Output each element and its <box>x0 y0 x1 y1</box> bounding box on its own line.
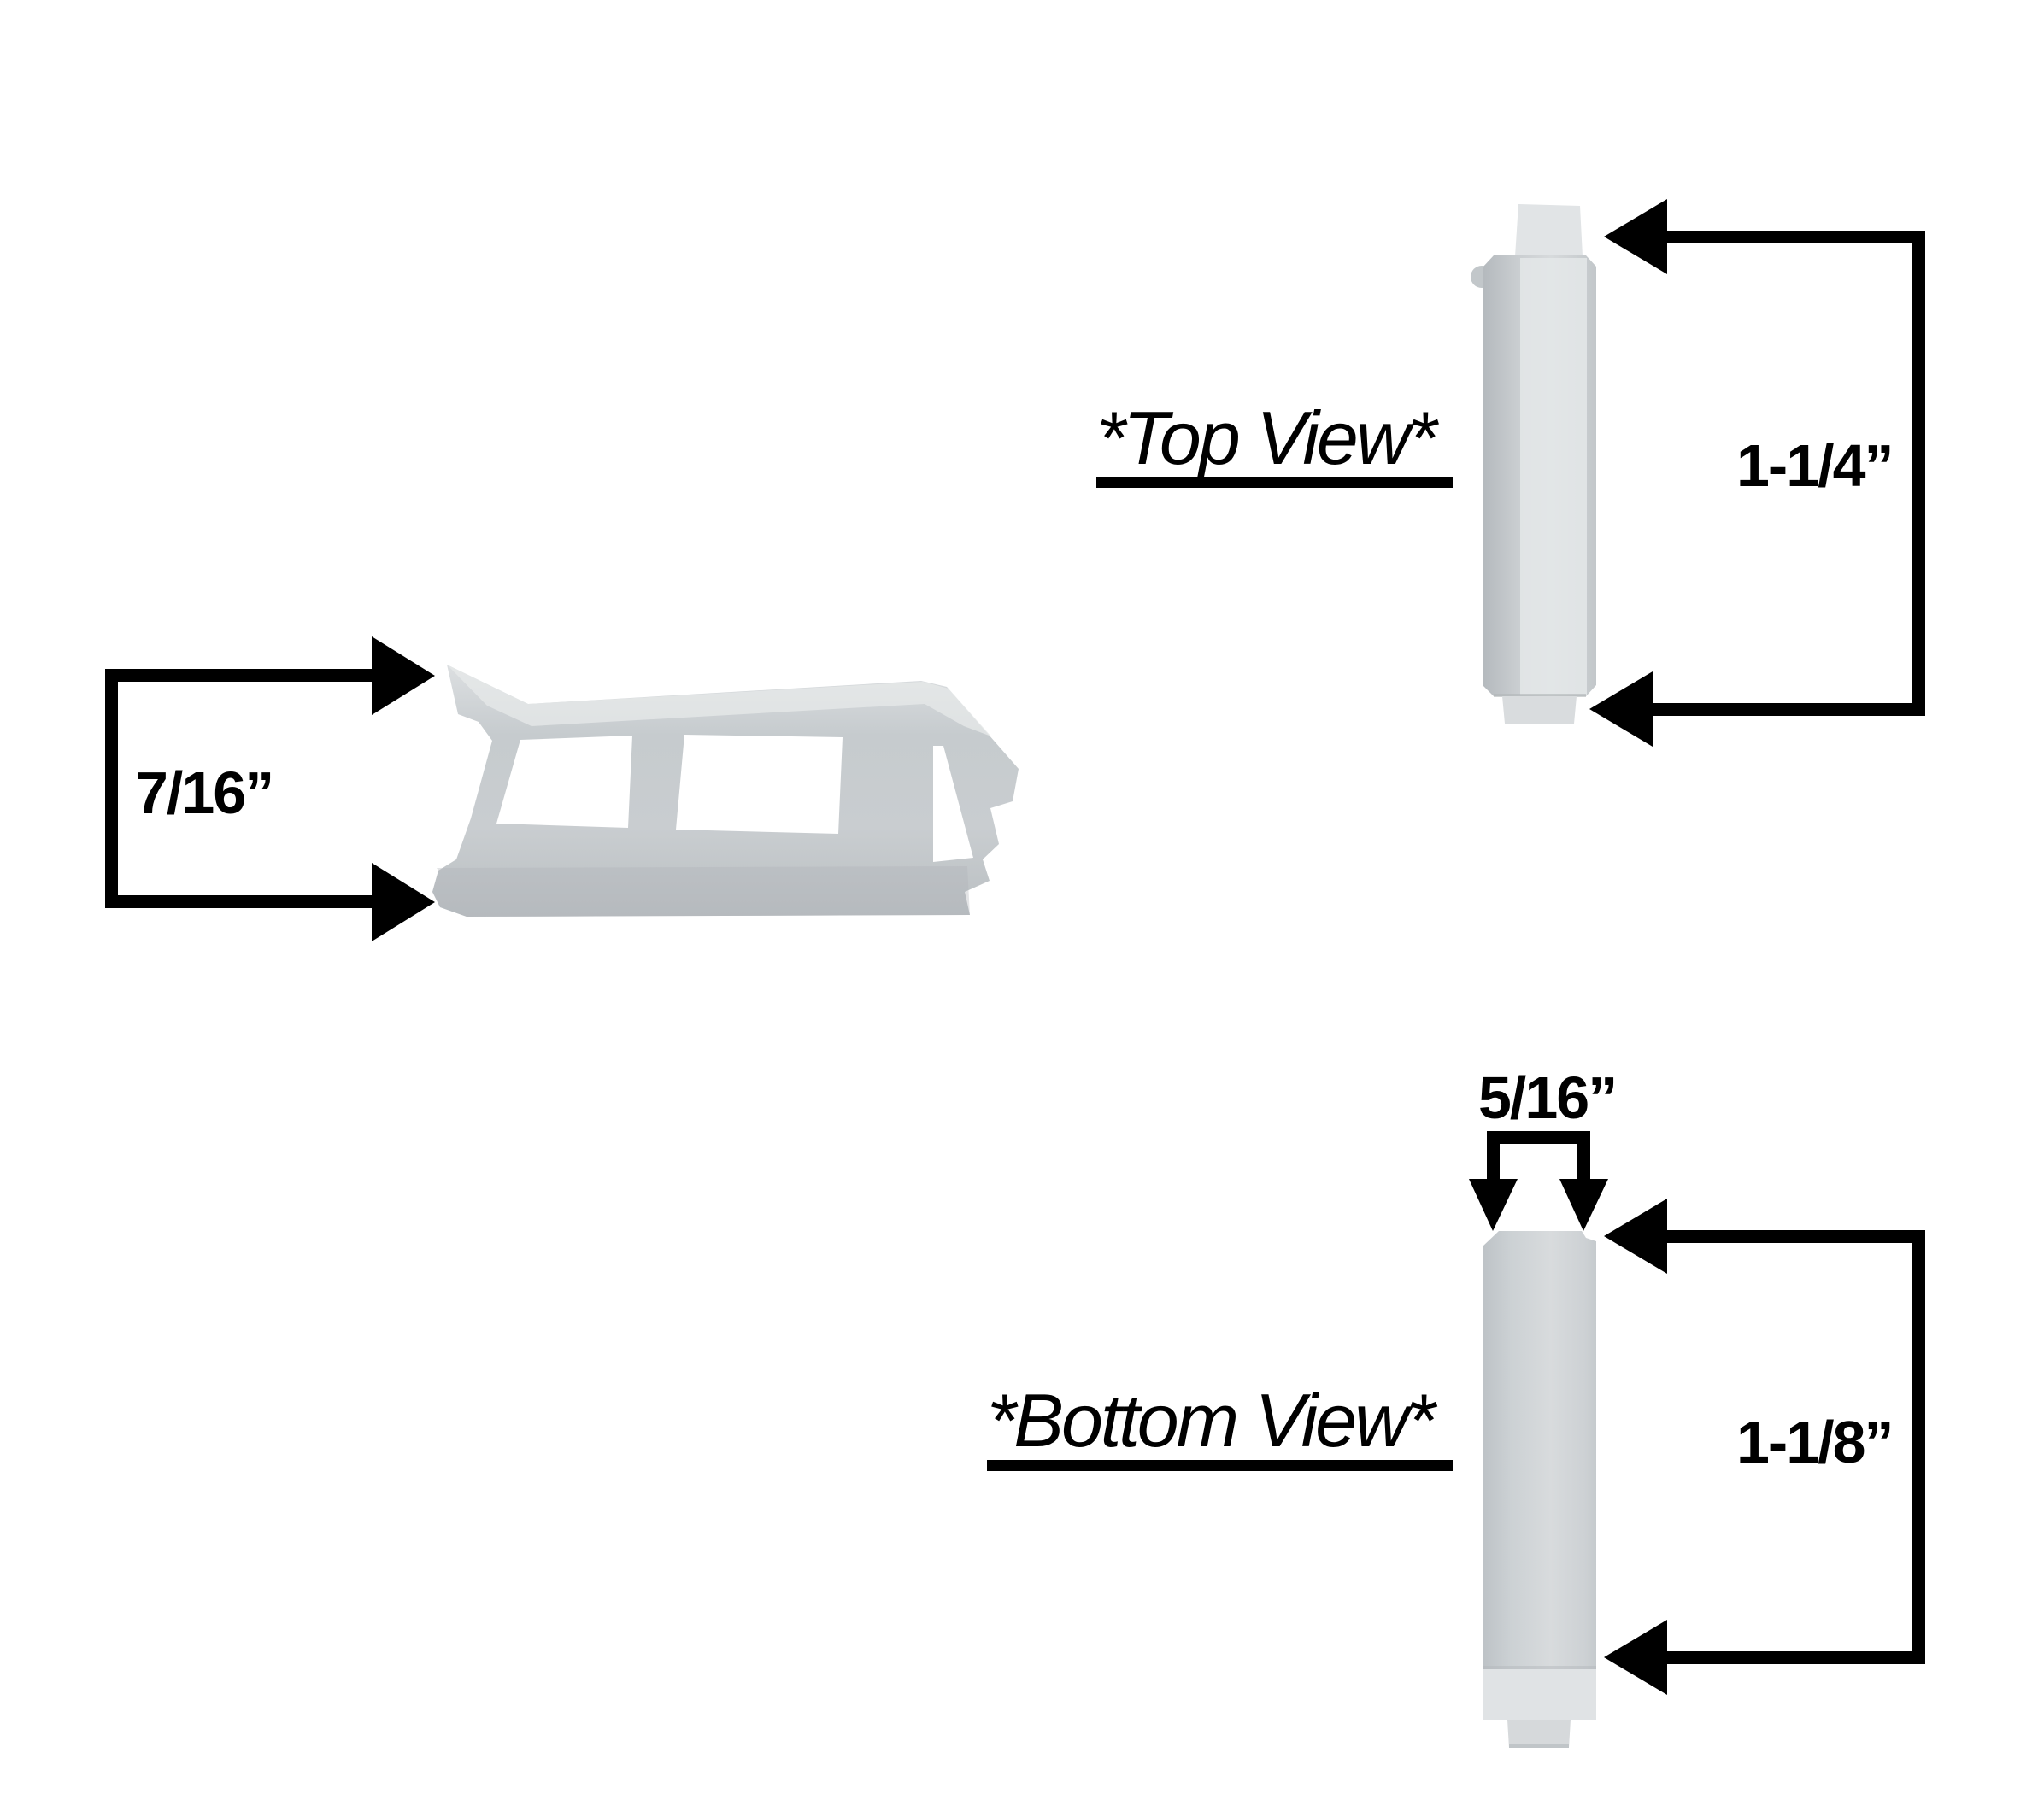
height-dim-lower-shaft <box>1667 1651 1925 1664</box>
side-dim-bottom-arrow-right-icon <box>372 863 435 941</box>
top-dim-lower-shaft <box>1653 703 1925 716</box>
side-dim-top-shaft <box>105 669 372 682</box>
top-dim-upper-arrow-left-icon <box>1604 199 1667 274</box>
top-dim-vertical-line <box>1912 231 1925 716</box>
top-dim-upper-shaft <box>1667 231 1925 243</box>
top-view-part-top-tab <box>1515 204 1583 256</box>
side-view-part <box>432 665 1019 917</box>
bottom-view-part-end-face <box>1483 1669 1596 1720</box>
top-view-dimension-label: 1-1/4” <box>1736 432 1894 499</box>
top-view-dimension-bracket <box>1589 199 1925 747</box>
width-dim-left-leg <box>1487 1131 1500 1181</box>
bottom-view-part-bottom-tab <box>1507 1720 1571 1748</box>
bottom-view-part-tab-edge <box>1509 1744 1569 1748</box>
top-view-title: *Top View* <box>1096 396 1437 480</box>
height-dim-upper-arrow-left-icon <box>1604 1199 1667 1274</box>
bottom-view-part-body <box>1483 1231 1596 1720</box>
bottom-view-title-underline <box>987 1460 1453 1471</box>
height-dim-upper-shaft <box>1667 1230 1925 1243</box>
bottom-view-part-seam <box>1483 1666 1596 1669</box>
width-dim-right-arrow-down-icon <box>1559 1179 1608 1231</box>
side-view-part-top-highlight <box>447 665 991 736</box>
top-view-title-underline <box>1096 477 1453 488</box>
side-view-part-base-shade <box>432 866 970 917</box>
top-view-part-bottom-tab <box>1502 696 1577 724</box>
side-dim-vertical-line <box>105 669 118 908</box>
side-view-part-body <box>432 665 1019 917</box>
top-view-part <box>1471 204 1596 724</box>
bottom-view-height-dimension-label: 1-1/8” <box>1736 1409 1894 1475</box>
side-dimension-bracket <box>105 636 435 941</box>
side-dim-top-arrow-right-icon <box>372 636 435 715</box>
bottom-view-width-dimension-label: 5/16” <box>1478 1064 1618 1131</box>
bottom-view-part <box>1483 1231 1596 1748</box>
side-dim-bottom-shaft <box>105 895 372 908</box>
bottom-view-height-dimension-bracket <box>1604 1199 1925 1695</box>
width-dim-left-arrow-down-icon <box>1469 1179 1518 1231</box>
top-view-part-seam <box>1494 694 1586 697</box>
height-dim-vertical-line <box>1912 1230 1925 1664</box>
bottom-view-width-dimension-bracket <box>1469 1131 1608 1231</box>
width-dim-horizontal-line <box>1487 1131 1590 1144</box>
height-dim-lower-arrow-left-icon <box>1604 1620 1667 1695</box>
top-dim-lower-arrow-left-icon <box>1589 671 1653 747</box>
side-dimension-label: 7/16” <box>135 759 274 826</box>
width-dim-right-leg <box>1577 1131 1590 1181</box>
top-view-part-rail-highlight <box>1520 258 1587 695</box>
bottom-view-title: *Bottom View* <box>987 1378 1436 1463</box>
